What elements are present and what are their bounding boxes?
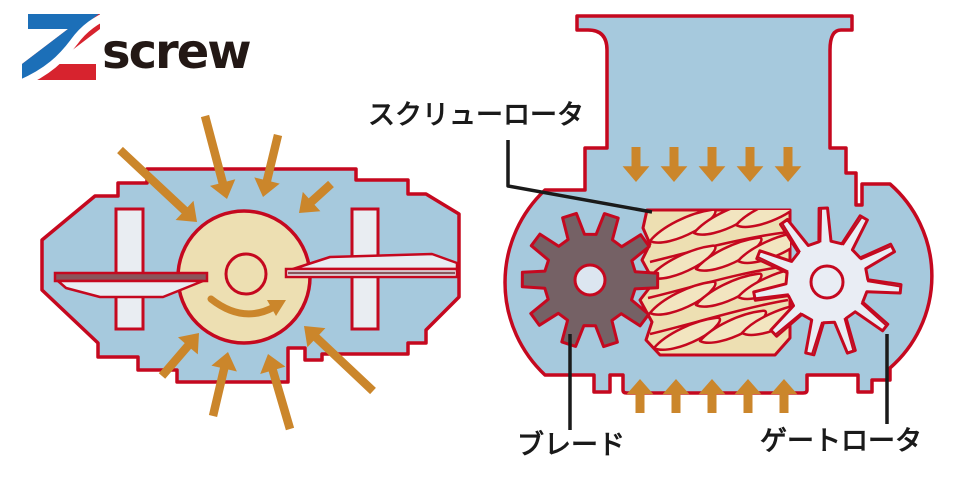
leader-lines — [506, 140, 889, 430]
gate-rotor-edge-right — [284, 252, 459, 279]
blade-gear — [520, 211, 660, 349]
flow-arrows — [622, 147, 802, 413]
screw-rotor-flutes — [645, 210, 790, 353]
screw-rotor-label: スクリューロータ — [368, 100, 584, 131]
gate-rotor-gear — [752, 206, 903, 357]
rotor-cross-section — [503, 14, 934, 413]
zscrew-logo: screw — [18, 8, 278, 88]
gate-rotor-edge-left — [53, 271, 209, 299]
rotation-arrow — [207, 295, 286, 318]
blade-label: ブレード — [517, 430, 625, 461]
suction-arrows — [117, 114, 376, 431]
screw-rotor-shaft-hole — [224, 252, 268, 296]
logo-text: screw — [102, 24, 252, 80]
left-shaft-rect — [114, 207, 145, 331]
screw-rotor-leader — [506, 140, 653, 214]
z-logo-mark — [18, 9, 114, 88]
suction-cross-section — [40, 114, 461, 431]
gate-rotor-label: ゲートロータ — [760, 426, 922, 457]
